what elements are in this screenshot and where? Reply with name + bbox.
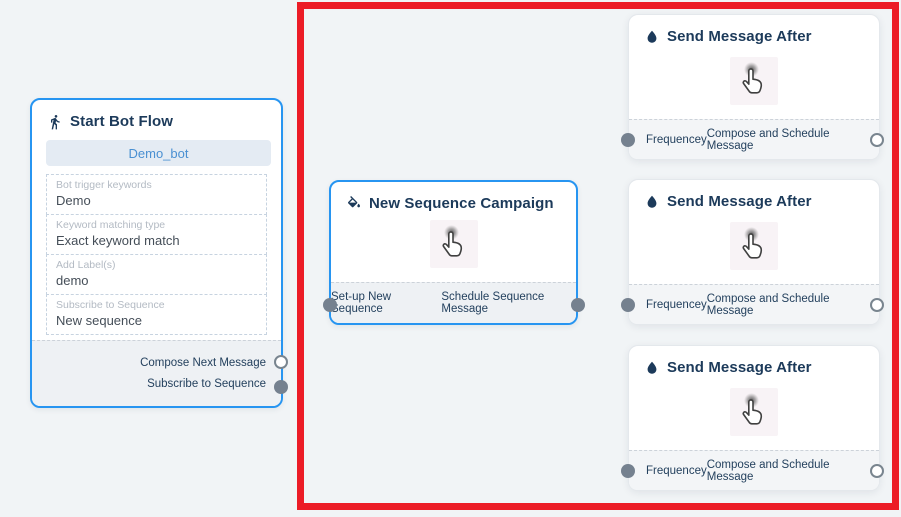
water-drop-icon	[644, 194, 660, 210]
send-node-title: Send Message After	[667, 193, 812, 210]
port-send-3-compose-schedule[interactable]	[870, 464, 884, 478]
tap-hand-cursor-icon[interactable]	[730, 57, 778, 105]
output-compose-next-message[interactable]: Compose Next Message	[140, 357, 266, 369]
send-node-footer: Frequencey Compose and Schedule Message	[629, 119, 879, 159]
field-subscribe-to-sequence[interactable]: Subscribe to Sequence New sequence	[46, 294, 267, 335]
start-node-title: Start Bot Flow	[70, 113, 174, 130]
paint-bucket-icon	[346, 195, 362, 212]
send-message-after-node-2[interactable]: Send Message After Frequencey Compose an…	[628, 179, 880, 325]
tap-hand-cursor-icon[interactable]	[730, 222, 778, 270]
send-node-header: Send Message After	[629, 346, 879, 382]
action-setup-new-sequence[interactable]: Set-up New Sequence	[331, 291, 392, 315]
water-drop-icon	[644, 360, 660, 376]
field-keyword-matching-type[interactable]: Keyword matching type Exact keyword matc…	[46, 214, 267, 255]
port-send-2-compose-schedule[interactable]	[870, 298, 884, 312]
port-campaign-output[interactable]	[571, 298, 585, 312]
output-subscribe-to-sequence[interactable]: Subscribe to Sequence	[147, 378, 266, 390]
port-compose-next-message[interactable]	[274, 355, 288, 369]
port-subscribe-to-sequence[interactable]	[274, 380, 288, 394]
bot-name-button[interactable]: Demo_bot	[46, 140, 271, 166]
send-node-title: Send Message After	[667, 359, 812, 376]
campaign-node-header: New Sequence Campaign	[331, 182, 576, 218]
send-node-footer: Frequencey Compose and Schedule Message	[629, 450, 879, 490]
input-frequencey[interactable]: Frequencey	[646, 133, 707, 146]
action-schedule-sequence-message[interactable]: Schedule Sequence Message	[441, 291, 545, 315]
input-frequencey[interactable]: Frequencey	[646, 464, 707, 477]
send-message-after-node-1[interactable]: Send Message After Frequencey Compose an…	[628, 14, 880, 160]
tap-hand-cursor-icon[interactable]	[730, 388, 778, 436]
action-compose-and-schedule-message[interactable]: Compose and Schedule Message	[706, 127, 830, 152]
tap-hand-cursor-icon[interactable]	[429, 220, 478, 268]
port-send-1-frequencey[interactable]	[621, 133, 635, 147]
send-node-footer: Frequencey Compose and Schedule Message	[629, 284, 879, 324]
walking-person-icon	[47, 114, 63, 130]
start-node-footer: Compose Next Message Subscribe to Sequen…	[32, 340, 281, 406]
start-node-fields: Bot trigger keywords Demo Keyword matchi…	[46, 174, 267, 335]
action-compose-and-schedule-message[interactable]: Compose and Schedule Message	[706, 292, 830, 317]
send-node-title: Send Message After	[667, 28, 812, 45]
port-send-2-frequencey[interactable]	[621, 298, 635, 312]
port-send-1-compose-schedule[interactable]	[870, 133, 884, 147]
field-add-labels[interactable]: Add Label(s) demo	[46, 254, 267, 295]
send-node-header: Send Message After	[629, 15, 879, 51]
input-frequencey[interactable]: Frequencey	[646, 298, 707, 311]
port-campaign-input[interactable]	[323, 298, 337, 312]
send-message-after-node-3[interactable]: Send Message After Frequencey Compose an…	[628, 345, 880, 491]
campaign-node-footer: Set-up New Sequence Schedule Sequence Me…	[331, 282, 576, 323]
start-bot-flow-node[interactable]: Start Bot Flow Demo_bot Bot trigger keyw…	[30, 98, 283, 408]
action-compose-and-schedule-message[interactable]: Compose and Schedule Message	[706, 458, 830, 483]
send-node-header: Send Message After	[629, 180, 879, 216]
water-drop-icon	[644, 29, 660, 45]
start-node-header: Start Bot Flow	[32, 100, 281, 136]
field-bot-trigger-keywords[interactable]: Bot trigger keywords Demo	[46, 174, 267, 215]
new-sequence-campaign-node[interactable]: New Sequence Campaign Set-up New Sequenc…	[329, 180, 578, 325]
campaign-node-title: New Sequence Campaign	[369, 195, 554, 212]
port-send-3-frequencey[interactable]	[621, 464, 635, 478]
